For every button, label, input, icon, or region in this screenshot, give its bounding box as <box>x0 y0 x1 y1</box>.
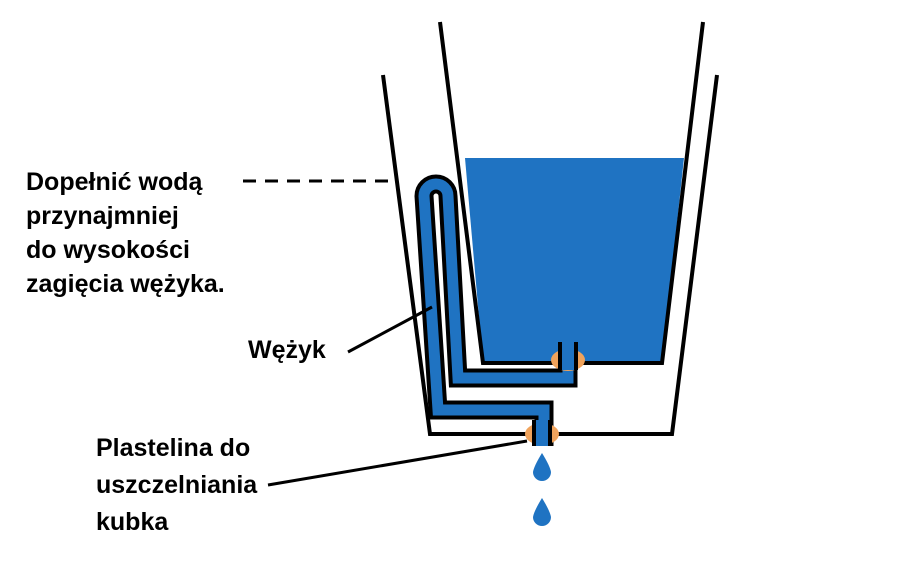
plasticine-seal-inner <box>551 342 585 371</box>
fill-water-line-1: Dopełnić wodą <box>26 168 204 196</box>
siphon-tube <box>414 174 578 446</box>
tube-label: Wężyk <box>248 336 326 364</box>
plasticine-label: Plastelina do uszczelniania kubka <box>96 434 264 536</box>
plasticine-seal-outer <box>525 420 559 446</box>
fill-water-label: Dopełnić wodą przynajmniej do wysokości … <box>26 168 225 298</box>
tube-leader-line <box>347 305 433 354</box>
plasticine-leader-line <box>267 439 528 487</box>
fill-water-line-4: zagięcia wężyka. <box>26 270 225 298</box>
water-drop-2 <box>533 498 551 526</box>
inner-cup-water <box>465 158 684 363</box>
plasticine-line-2: uszczelniania <box>96 471 258 499</box>
fill-water-line-3: do wysokości <box>26 236 190 264</box>
fill-water-line-2: przynajmniej <box>26 202 179 230</box>
water-drop-1 <box>533 453 551 481</box>
plasticine-line-1: Plastelina do <box>96 434 250 462</box>
plasticine-line-3: kubka <box>96 508 169 536</box>
